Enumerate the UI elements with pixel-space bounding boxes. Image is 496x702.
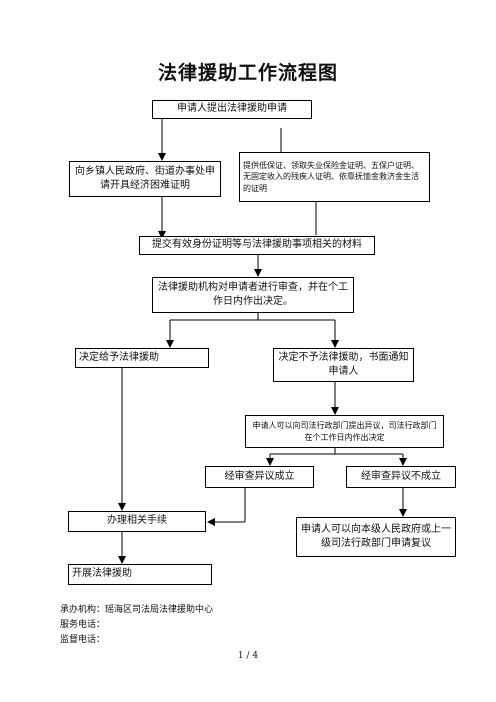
- page-number: 1 / 4: [237, 651, 259, 661]
- apply-box: 申请人提出法律援助申请: [152, 100, 312, 119]
- footer-org: 承办机构：瑶海区司法局法律援助中心: [60, 605, 214, 615]
- review-box: 法律援助机构对申请者进行审查，并在个工作日内作出决定。: [152, 277, 354, 313]
- provide-docs-box: 提供低保证、领取失业保险金证明、五保户证明、无固定收入的残疾人证明、依靠抚恤金救…: [239, 152, 430, 202]
- objection-fail-box: 经审查异议不成立: [346, 466, 456, 488]
- objection-ok-box: 经审查异议成立: [205, 466, 314, 488]
- provide-docs-text: 提供低保证、领取失业保险金证明、五保户证明、无固定收入的残疾人证明、依靠抚恤金救…: [243, 160, 419, 193]
- start-box: 开展法律援助: [68, 564, 212, 585]
- objection-ok-text: 经审查异议成立: [224, 470, 295, 482]
- grant-box: 决定给予法律援助: [75, 348, 209, 368]
- village-cert-box: 向乡镇人民政府、街道办事处申请开具经济困难证明: [69, 161, 221, 197]
- objection-fail-text: 经审查异议不成立: [361, 470, 441, 482]
- grant-text: 决定给予法律援助: [79, 351, 159, 363]
- footer-supervise-phone: 监督电话：: [60, 635, 106, 645]
- deny-box: 决定不予法律援助，书面通知申请人: [273, 348, 414, 382]
- village-cert-text: 向乡镇人民政府、街道办事处申请开具经济困难证明: [75, 165, 215, 192]
- start-text: 开展法律援助: [72, 568, 132, 580]
- apply-text: 申请人提出法律援助申请: [177, 103, 287, 115]
- appeal-box: 申请人可以向本级人民政府或上一级司法行政部门申请复议: [296, 517, 456, 557]
- appeal-text: 申请人可以向本级人民政府或上一级司法行政部门申请复议: [301, 523, 451, 550]
- procedures-text: 办理相关手续: [107, 515, 167, 527]
- submit-id-text: 提交有效身份证明等与法律援助事项相关的材料: [152, 239, 362, 251]
- deny-text: 决定不予法律援助，书面通知申请人: [278, 351, 409, 378]
- objection-box: 申请人可以向司法行政部门提出异议，司法行政部门在个工作日内作出决定: [245, 415, 444, 448]
- page-title: 法律援助工作流程图: [157, 62, 338, 84]
- objection-text: 申请人可以向司法行政部门提出异议，司法行政部门在个工作日内作出决定: [252, 420, 437, 442]
- submit-id-box: 提交有效身份证明等与法律援助事项相关的材料: [139, 236, 375, 255]
- footer-service-phone: 服务电话：: [60, 620, 106, 630]
- review-text: 法律援助机构对申请者进行审查，并在个工作日内作出决定。: [158, 281, 348, 308]
- procedures-box: 办理相关手续: [68, 511, 206, 532]
